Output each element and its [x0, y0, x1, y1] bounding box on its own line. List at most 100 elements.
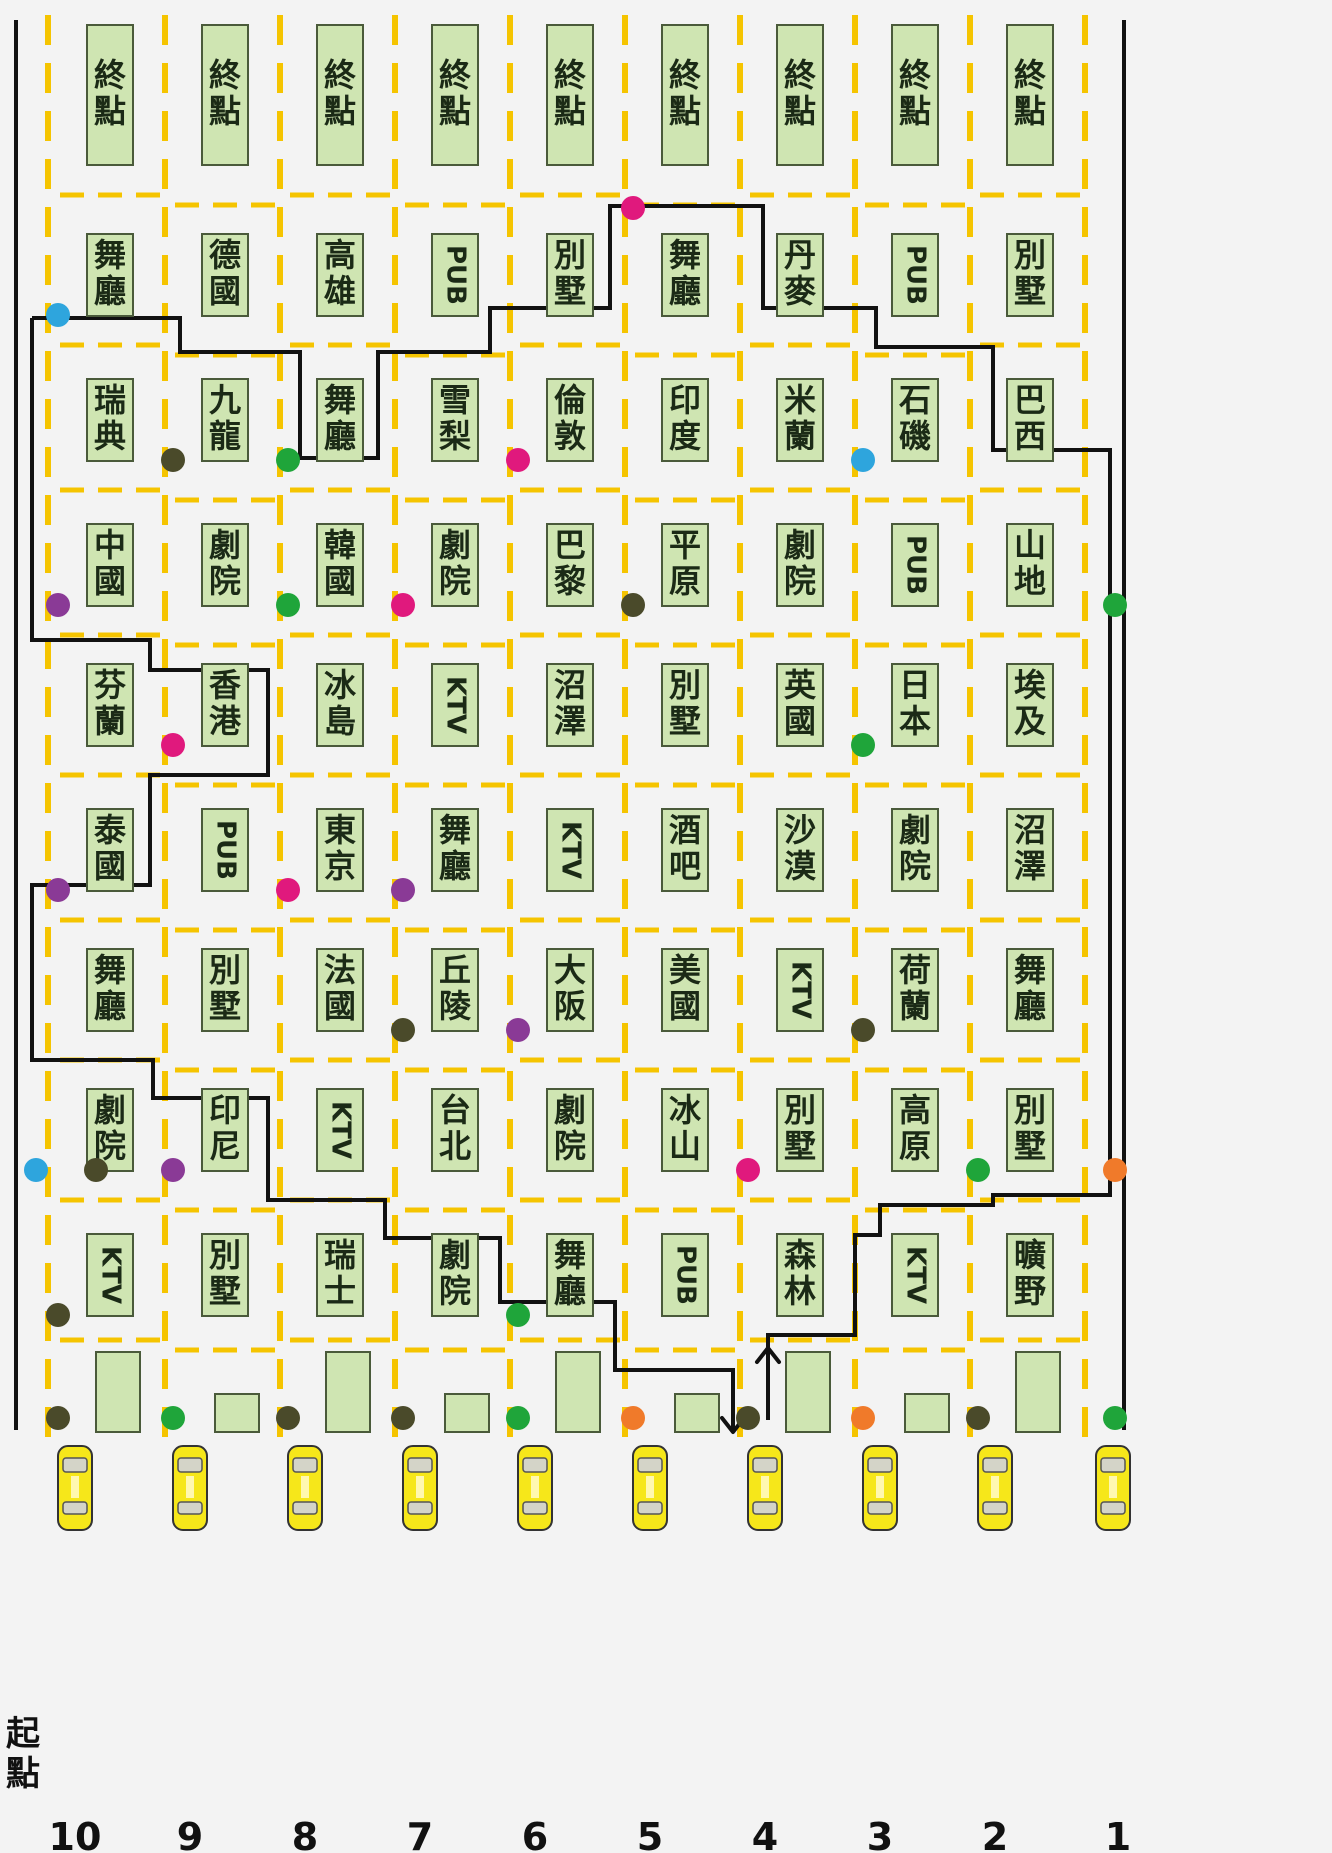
lane-number-1: 1: [1105, 1815, 1131, 1853]
cell-lane-5-row-6: 美國: [662, 949, 708, 1031]
taxi-rear-window: [983, 1502, 1007, 1514]
cell-label: 舞廳: [554, 1236, 586, 1310]
orange-marker-dot: [621, 1406, 645, 1430]
cell-label: KTV: [556, 821, 586, 879]
lane-number-5: 5: [637, 1815, 663, 1853]
pink-marker-dot: [161, 733, 185, 757]
cell-label: 終點: [209, 56, 241, 130]
purple-marker-dot: [46, 593, 70, 617]
taxi-lane-10[interactable]: [58, 1446, 92, 1530]
taxi-rear-window: [753, 1502, 777, 1514]
taxi-lane-7[interactable]: [403, 1446, 437, 1530]
cell-lane-4-row-7: 別墅: [777, 1089, 823, 1171]
rung-lines: [60, 195, 1080, 1350]
taxi-roof-sign: [876, 1476, 884, 1498]
cell-lane-9-row-5: PUB: [202, 809, 248, 891]
cell-label: PUB: [671, 1245, 701, 1305]
cell-label: 劇院: [899, 811, 931, 885]
cell-lane-8-row-5: 東京: [317, 809, 363, 891]
olive-marker-dot: [46, 1303, 70, 1327]
start-taxis[interactable]: [58, 1446, 1130, 1530]
cell-lane-7-row-0: 終點: [432, 25, 478, 165]
cell-lane-6-row-0: 終點: [547, 25, 593, 165]
cell-label: 劇院: [554, 1091, 586, 1165]
cell-lane-6-row-3: 巴黎: [547, 524, 593, 606]
cell-label: 倫敦: [554, 381, 587, 455]
lane-number-4: 4: [752, 1815, 778, 1853]
cell-label: KTV: [901, 1246, 931, 1304]
cell-label: 九龍: [209, 381, 241, 455]
olive-marker-dot: [736, 1406, 760, 1430]
cell-lane-9-row-2: 九龍: [202, 379, 248, 461]
lane-number-8: 8: [292, 1815, 318, 1853]
green-marker-dot: [1103, 593, 1127, 617]
pink-marker-dot: [621, 196, 645, 220]
start-box-lane-10: [96, 1352, 140, 1432]
taxi-lane-4[interactable]: [748, 1446, 782, 1530]
green-marker-dot: [276, 448, 300, 472]
lane-number-6: 6: [522, 1815, 548, 1853]
cell-lane-2-row-8: 曠野: [1007, 1234, 1053, 1316]
taxi-windshield: [868, 1458, 892, 1472]
cell-lane-9-row-7: 印尼: [202, 1089, 248, 1171]
taxi-roof-sign: [416, 1476, 424, 1498]
taxi-lane-2[interactable]: [978, 1446, 1012, 1530]
taxi-roof-sign: [991, 1476, 999, 1498]
cell-label: KTV: [326, 1101, 356, 1159]
taxi-lane-5[interactable]: [633, 1446, 667, 1530]
cell-lane-6-row-8: 舞廳: [547, 1234, 593, 1316]
cell-lane-8-row-6: 法國: [317, 949, 363, 1031]
cell-label: 台北: [439, 1091, 471, 1165]
taxi-lane-1[interactable]: [1096, 1446, 1130, 1530]
cell-label: 別墅: [554, 236, 586, 310]
cell-label: 山地: [1014, 526, 1046, 600]
taxi-lane-6[interactable]: [518, 1446, 552, 1530]
start-box-lane-2: [1016, 1352, 1060, 1432]
cell-label: 別墅: [669, 666, 701, 740]
cell-lane-2-row-2: 巴西: [1007, 379, 1053, 461]
cell-label: 香港: [209, 666, 242, 740]
lane-number-7: 7: [407, 1815, 433, 1853]
cell-label: 終點: [669, 56, 701, 130]
cell-lane-3-row-1: PUB: [892, 234, 938, 316]
start-label-second-char: 點: [6, 1754, 40, 1794]
cell-label: 印度: [669, 381, 701, 455]
taxi-lane-9[interactable]: [173, 1446, 207, 1530]
cell-label: 曠野: [1014, 1236, 1046, 1310]
taxi-lane-8[interactable]: [288, 1446, 322, 1530]
taxi-rear-window: [868, 1502, 892, 1514]
cell-label: 米蘭: [784, 381, 816, 455]
cell-label: PUB: [901, 535, 931, 595]
start-box-lane-8: [326, 1352, 370, 1432]
taxi-windshield: [983, 1458, 1007, 1472]
cell-label: KTV: [96, 1246, 126, 1304]
olive-marker-dot: [851, 1018, 875, 1042]
cell-lane-8-row-2: 舞廳: [317, 379, 363, 461]
start-box-lane-3: [905, 1394, 949, 1432]
cell-label: 韓國: [324, 526, 356, 600]
cell-label: 荷蘭: [899, 951, 931, 1025]
olive-marker-dot: [966, 1406, 990, 1430]
cell-lane-10-row-6: 舞廳: [87, 949, 133, 1031]
taxi-rear-window: [63, 1502, 87, 1514]
taxi-lane-3[interactable]: [863, 1446, 897, 1530]
cell-label: 劇院: [439, 1236, 471, 1310]
cell-lane-3-row-2: 石磯: [892, 379, 938, 461]
taxi-rear-window: [638, 1502, 662, 1514]
cell-label: 別墅: [209, 1236, 241, 1310]
cell-label: 日本: [899, 666, 931, 740]
taxi-windshield: [753, 1458, 777, 1472]
cell-lane-4-row-2: 米蘭: [777, 379, 823, 461]
purple-marker-dot: [46, 878, 70, 902]
cell-label: 劇院: [94, 1091, 126, 1165]
cell-lane-2-row-4: 埃及: [1007, 664, 1053, 746]
cell-lane-6-row-4: 沼澤: [547, 664, 593, 746]
blue-marker-dot: [24, 1158, 48, 1182]
purple-marker-dot: [391, 878, 415, 902]
cell-lane-10-row-0: 終點: [87, 25, 133, 165]
olive-marker-dot: [84, 1158, 108, 1182]
green-marker-dot: [851, 733, 875, 757]
cell-lane-2-row-7: 別墅: [1007, 1089, 1053, 1171]
cell-label: 芬蘭: [94, 666, 126, 740]
